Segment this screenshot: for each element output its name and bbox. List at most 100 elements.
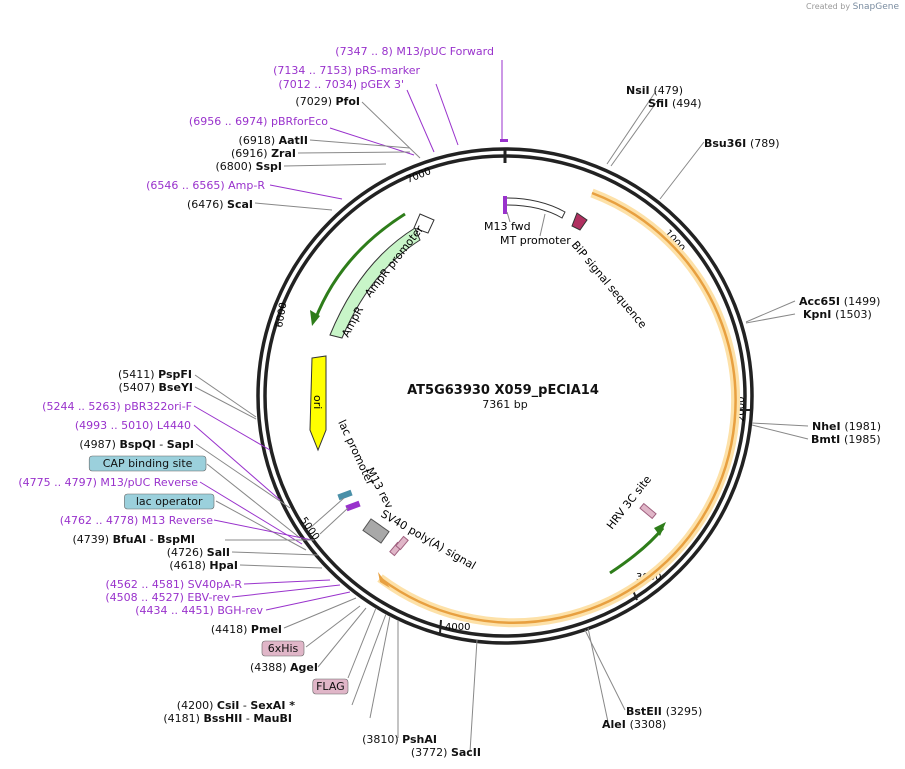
ampr-promoter-feature [413,213,435,234]
nsii-name: NsiI [626,84,653,97]
sspi-position: (6800) [215,160,255,173]
bip-label: BiP signal sequence [569,239,650,332]
bspqi-position: (4987) [79,438,119,451]
orf-arrowhead [378,572,390,588]
pfoi-site-label: (7029) PfoI [295,95,360,108]
amp-r-primer-label: (6546 .. 6565) Amp-R [146,179,265,192]
plasmid-length: 7361 bp [482,398,527,411]
bsu36i-site-label: Bsu36I (789) [704,137,780,150]
mt-promoter-feature [505,197,566,219]
ebv-rev-name: EBV-rev [187,591,230,604]
bgh-rev-name: BGH-rev [217,604,263,617]
prs-marker-primer-label: (7134 .. 7153) pRS-marker [273,64,420,77]
bsteii-position: (3295) [666,705,703,718]
left-labels: (7347 .. 8) M13/pUC Forward(7134 .. 7153… [18,45,494,759]
bsteii-name: BstEII [626,705,666,718]
sapi-name: SapI [167,438,194,451]
l4440-name: L4440 [157,419,191,432]
agei-site-label: (4388) AgeI [250,661,318,674]
zrai-site-label: (6916) ZraI [231,147,296,160]
bgh-rev-position: (4434 .. 4451) [135,604,217,617]
sv40pa-r-position: (4562 .. 4581) [106,578,188,591]
pfoi-position: (7029) [295,95,335,108]
nsii-site-label: NsiI (479) [626,84,683,97]
prs-marker-name: pRS-marker [355,64,420,77]
aatii-site-label: (6918) AatII [239,134,308,147]
m13-reverse-position: (4762 .. 4778) [60,514,142,527]
bseyi-site-label: (5407) BseYI [118,381,193,394]
sacii-site-label: (3772) SacII [411,746,481,759]
sexai-name: SexAI * [250,699,295,712]
cap-binding-site-label: CAP binding site [103,457,193,470]
ampr-feature [329,227,421,339]
bsu36i-position: (789) [750,137,780,150]
sacii-name: SacII [451,746,481,759]
alei-name: AleI [602,718,630,731]
sv40pa-r-primer-label: (4562 .. 4581) SV40pA-R [106,578,243,591]
scai-name: ScaI [227,198,253,211]
plasmid-name: AT5G63930 X059_pECIA14 [407,383,599,398]
m13-reverse-primer-label: (4762 .. 4778) M13 Reverse [60,514,213,527]
bsshii-site-label: (4181) BssHII - MauBI [163,712,292,725]
csii-site-label: (4200) CsiI - SexAI * [177,699,295,712]
acc65i-position: (1499) [844,295,881,308]
amp-r-position: (6546 .. 6565) [146,179,228,192]
pmei-site-label: (4418) PmeI [211,623,282,636]
bsteii-site-label: BstEII (3295) [626,705,702,718]
pshai-name: PshAI [402,733,437,746]
alei-position: (3308) [630,718,667,731]
flag-box [312,678,349,695]
bspqi-separator: - [156,438,167,451]
prs-marker-position: (7134 .. 7153) [273,64,355,77]
ebv-rev-primer-label: (4508 .. 4527) EBV-rev [105,591,230,604]
pgex-3-primer-label: (7012 .. 7034) pGEX 3' [278,78,404,91]
pfoi-name: PfoI [336,95,361,108]
ampr-direction-arrow [313,212,406,321]
bsu36i-name: Bsu36I [704,137,750,150]
m13-fwd-marker [503,196,507,214]
hpai-name: HpaI [209,559,238,572]
alei-site-label: AleI (3308) [602,718,666,731]
ebv-rev-position: (4508 .. 4527) [105,591,187,604]
csii-separator: - [239,699,250,712]
bseyi-name: BseYI [159,381,193,394]
pbr322ori-f-primer-label: (5244 .. 5263) pBR322ori-F [42,400,192,413]
pbrforeco-name: pBRforEco [271,115,328,128]
m13-puc-forward-name: M13/pUC Forward [396,45,494,58]
m13-rev-marker [345,500,361,512]
m13-puc-reverse-position: (4775 .. 4797) [18,476,100,489]
hrv-site-marker [639,502,657,520]
kpni-site-label: KpnI (1503) [803,308,872,321]
bspqi-name: BspQI [119,438,155,451]
pgex-3-name: pGEX 3' [360,78,404,91]
sali-position: (4726) [167,546,207,559]
tick-6000: 6000 [274,302,289,329]
pbrforeco-primer-label: (6956 .. 6974) pBRforEco [189,115,328,128]
pbrforeco-position: (6956 .. 6974) [189,115,271,128]
bfuai-separator: - [146,533,157,546]
aatii-name: AatII [279,134,308,147]
pspfi-name: PspFI [158,368,192,381]
sfii-name: SfiI [648,97,672,110]
m13-fwd-label: M13 fwd [484,220,531,233]
lac-promoter-label: lac promoter [335,418,377,488]
sv40-label: SV40 poly(A) signal [379,507,479,572]
cap-binding-site-box [88,455,207,472]
m13-reverse-name: M13 Reverse [142,514,213,527]
lac-operator-box [124,493,215,510]
ori-feature [309,355,327,452]
bsshii-name: BssHII [203,712,242,725]
bmti-site-label: BmtI (1985) [811,433,881,446]
flag-label: FLAG [316,680,345,693]
nhei-position: (1981) [844,420,881,433]
sali-site-label: (4726) SalI [167,546,230,559]
amp-r-name: Amp-R [228,179,265,192]
agei-name: AgeI [290,661,318,674]
sali-name: SalI [207,546,230,559]
sfii-site-label: SfiI (494) [648,97,702,110]
pbr322ori-f-name: pBR322ori-F [124,400,192,413]
ampr-promoter-label: AmpR promoter [362,223,426,300]
acc65i-site-label: Acc65I (1499) [799,295,880,308]
kpni-position: (1503) [835,308,872,321]
nhei-name: NheI [812,420,844,433]
